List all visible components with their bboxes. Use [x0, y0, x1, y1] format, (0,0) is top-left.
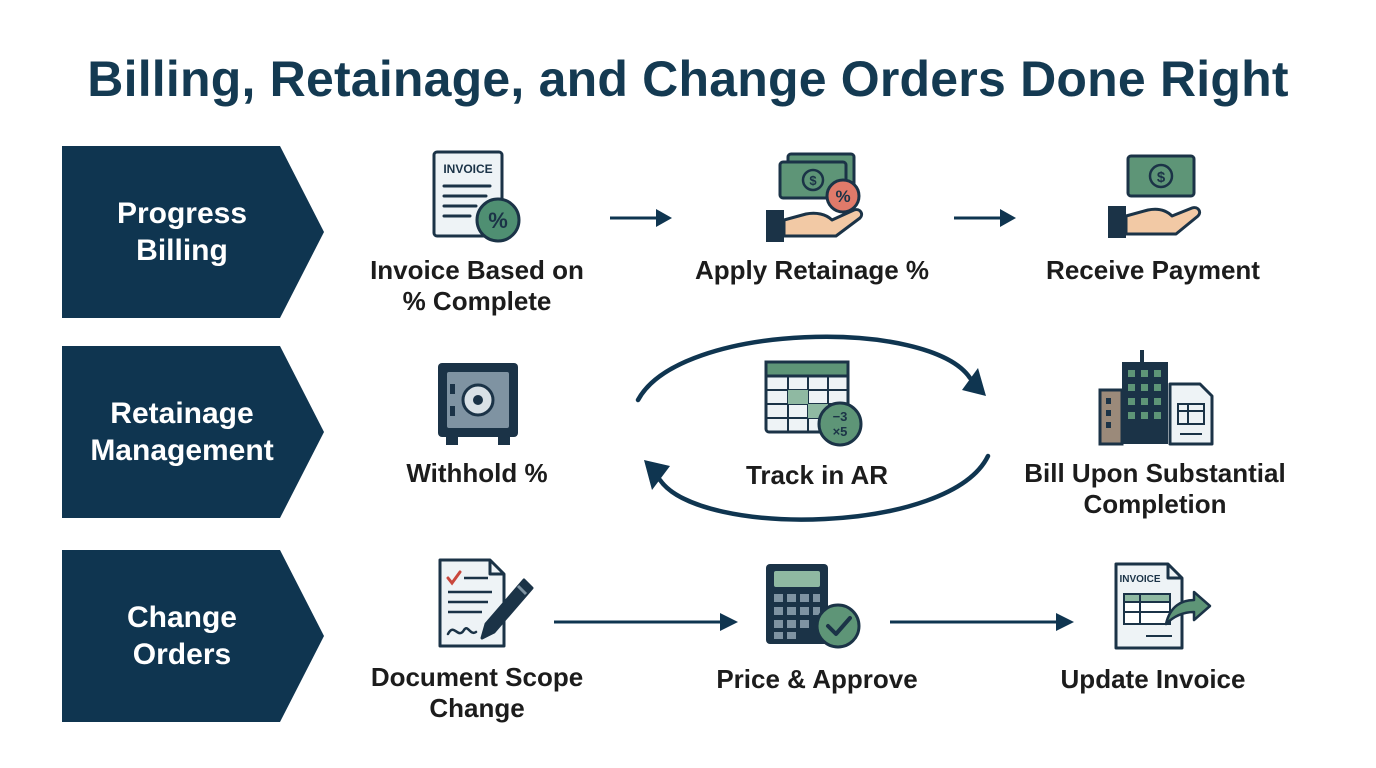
row-label-text: Change Orders: [126, 601, 237, 671]
row-label-text: Retainage Management: [90, 397, 274, 467]
step-label-update-invoice: Update Invoice: [1060, 664, 1246, 694]
hand-money-percent-icon: $ %: [766, 152, 864, 242]
svg-text:$: $: [1157, 169, 1166, 186]
svg-text:×5: ×5: [833, 424, 848, 439]
invoice-icon-text: INVOICE: [1119, 574, 1160, 585]
calculator-check-icon: [766, 564, 861, 649]
safe-icon: [438, 363, 518, 445]
flow-arrow: [954, 209, 1016, 227]
step-label-receive-payment: Receive Payment: [1046, 255, 1260, 285]
row-label-change-orders: Change Orders: [62, 550, 324, 722]
hand-money-icon: $: [1108, 154, 1202, 238]
step-label-invoice-based: Invoice Based on % Complete: [370, 255, 584, 316]
document-pen-icon: [438, 558, 534, 648]
svg-text:%: %: [488, 208, 508, 233]
invoice-percent-icon: INVOICE %: [432, 150, 521, 243]
step-label-track-ar: Track in AR: [745, 460, 889, 490]
flow-arrow: [610, 209, 672, 227]
step-label-bill-completion: Bill Upon Substantial Completion: [1024, 458, 1286, 519]
page-title: Billing, Retainage, and Change Orders Do…: [87, 51, 1289, 107]
svg-text:%: %: [835, 187, 850, 206]
invoice-update-icon: INVOICE: [1114, 562, 1212, 650]
row-label-text: Progress Billing: [116, 197, 248, 267]
invoice-icon-text: INVOICE: [443, 162, 492, 176]
svg-text:$: $: [809, 173, 817, 188]
step-label-apply-retainage: Apply Retainage %: [694, 255, 930, 285]
step-label-document-scope: Document Scope Change: [370, 662, 584, 723]
flow-arrow: [890, 613, 1074, 631]
building-document-icon: [1098, 350, 1214, 446]
flow-arrow: [554, 613, 738, 631]
step-label-withhold: Withhold %: [406, 458, 548, 488]
row-label-retainage-management: Retainage Management: [62, 346, 324, 518]
row-label-progress-billing: Progress Billing: [62, 146, 324, 318]
cycle-arrows: [635, 334, 991, 522]
spreadsheet-calculator-icon: −3 ×5: [764, 360, 863, 447]
step-label-price-approve: Price & Approve: [716, 664, 918, 694]
svg-text:−3: −3: [833, 409, 848, 424]
